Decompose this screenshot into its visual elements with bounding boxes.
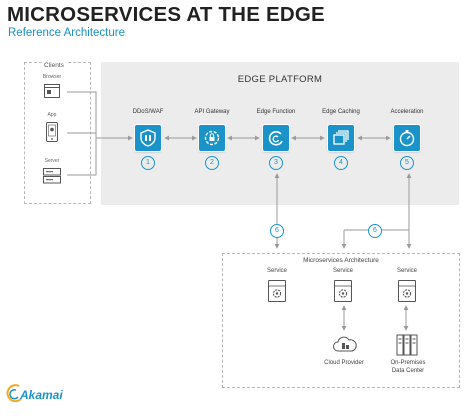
gear-lock-icon (199, 125, 225, 151)
backend-label-datacenter-line2: Data Center (391, 368, 425, 374)
server-icon (43, 168, 61, 184)
diagram-subtitle: Reference Architecture (8, 27, 125, 39)
component-label-api-gateway: API Gateway (194, 109, 230, 115)
akamai-logo-text: Akamai (20, 388, 63, 402)
component-label-ddos-waf: DDoS/WAF (132, 109, 164, 115)
clients-title: Clients (42, 62, 66, 69)
service-gear-icon (268, 280, 286, 302)
cloud-icon (333, 336, 357, 352)
step-number-1: 1 (141, 156, 155, 170)
step-number-5: 5 (400, 156, 414, 170)
akamai-logo-icon (6, 384, 22, 402)
mobile-app-icon (46, 122, 58, 142)
service-label-1: Service (266, 268, 287, 274)
shield-icon (135, 125, 161, 151)
edge-platform-title: EDGE PLATFORM (237, 74, 323, 85)
microservices-title: Microservices Architecture (300, 257, 382, 264)
component-label-acceleration: Acceleration (390, 109, 424, 115)
link-number-6-acceleration: 6 (368, 224, 382, 238)
microservices-title-wrap: Microservices Architecture (222, 249, 460, 267)
client-label-app: App (47, 112, 57, 118)
diagram-title: MICROSERVICES AT THE EDGE (7, 3, 325, 26)
client-label-server: Server (44, 158, 60, 164)
step-number-3: 3 (269, 156, 283, 170)
service-gear-icon (398, 280, 416, 302)
backend-label-datacenter-line1: On-Premises (390, 360, 426, 366)
browser-icon (44, 84, 60, 98)
link-number-6-function: 6 (270, 224, 284, 238)
component-label-edge-caching: Edge Caching (322, 109, 360, 115)
step-number-2: 2 (205, 156, 219, 170)
service-gear-icon (334, 280, 352, 302)
speedometer-icon (394, 125, 420, 151)
function-swirl-icon (263, 125, 289, 151)
stacked-layers-icon (328, 125, 354, 151)
service-label-2: Service (332, 268, 353, 274)
step-number-4: 4 (334, 156, 348, 170)
microservices-group (222, 253, 460, 388)
service-label-3: Service (396, 268, 417, 274)
server-rack-icon (396, 334, 418, 356)
backend-label-cloud: Cloud Provider (324, 360, 364, 366)
component-label-edge-function: Edge Function (256, 109, 296, 115)
client-label-browser: Browser (42, 74, 62, 80)
